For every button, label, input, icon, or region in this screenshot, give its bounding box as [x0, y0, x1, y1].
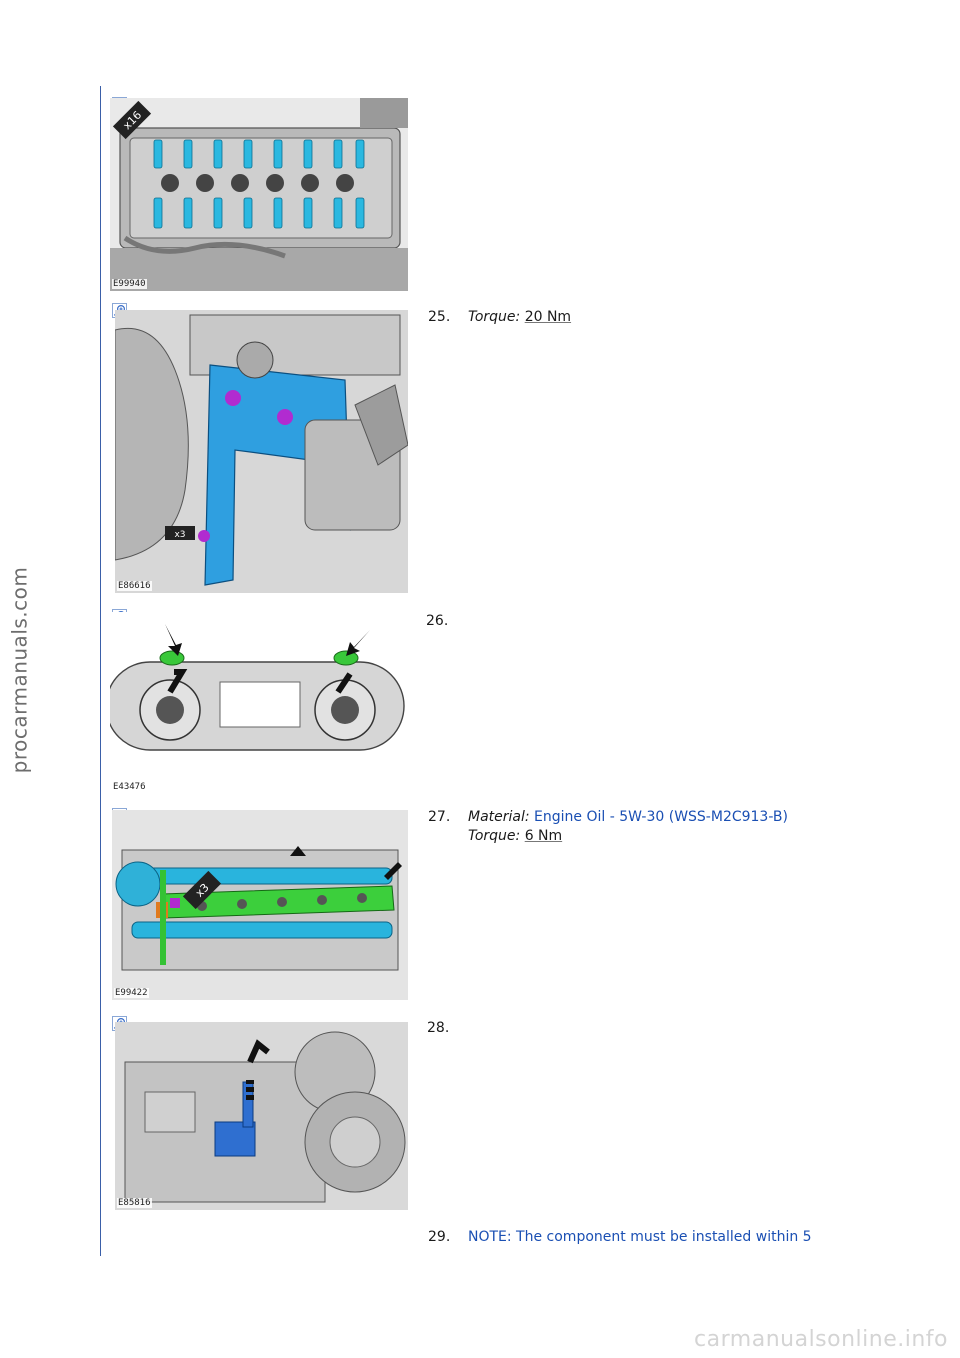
figure-id: E43476	[112, 782, 147, 792]
bottom-watermark: carmanualsonline.info	[694, 1327, 948, 1352]
callout-x3: x3	[174, 530, 185, 540]
step-number: 29.	[428, 1229, 451, 1245]
torque-value[interactable]: 6 Nm	[524, 828, 563, 844]
figure-cylinder-head-bolts: x16 E99940	[110, 98, 408, 291]
figure-id: E99422	[114, 988, 149, 998]
step-number: 28.	[427, 1020, 450, 1036]
figure-id: E86616	[117, 581, 152, 591]
figure-camshaft-alignment-tool: E43476	[110, 612, 408, 794]
note-text: NOTE: The component must be installed wi…	[468, 1229, 812, 1245]
figure-id: E85816	[117, 1198, 152, 1208]
figure-tensioner-install: E85816	[115, 1022, 408, 1210]
side-watermark: procarmanuals.com	[7, 566, 32, 774]
margin-rule	[100, 86, 101, 1256]
figure-camshafts-install: x3 E99422	[112, 810, 408, 1000]
figure-id: E99940	[112, 279, 147, 289]
step-number: 27.	[428, 809, 451, 825]
torque-label: Torque:	[468, 828, 521, 844]
step-number: 26.	[426, 613, 449, 629]
material-label: Material:	[468, 809, 530, 825]
step-number: 25.	[428, 309, 451, 325]
material-link[interactable]: Engine Oil - 5W-30 (WSS-M2C913-B)	[534, 809, 788, 825]
torque-value[interactable]: 20 Nm	[524, 309, 572, 325]
figure-timing-cover-bracket: x3 E86616	[115, 310, 408, 593]
torque-label: Torque:	[468, 309, 521, 325]
